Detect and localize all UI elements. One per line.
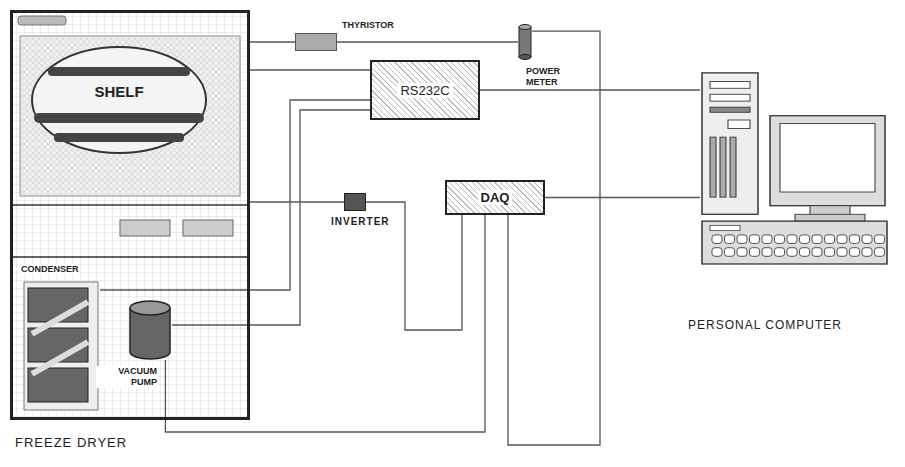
node-label: SHELF (30, 83, 208, 100)
daq-box: DAQ (445, 180, 545, 215)
condenser: CONDENSER (18, 262, 100, 412)
node-label: CONDENSER (20, 264, 80, 274)
chamber-texture (20, 36, 240, 196)
panel-button (120, 220, 170, 236)
condenser-coil (18, 262, 100, 412)
node-label: DAQ (478, 190, 513, 205)
section-line (13, 204, 247, 206)
node-label: RS232C (397, 83, 452, 98)
node-label: FREEZE DRYER (13, 435, 129, 450)
node-label: INVERTER (331, 216, 390, 227)
signal-wire (508, 31, 600, 445)
node-label: THYRISTOR (342, 20, 394, 30)
pump-cylinder (128, 300, 172, 360)
signal-wire (250, 41, 295, 42)
computer-illustration (700, 60, 890, 300)
panel-button (183, 220, 233, 236)
inverter-box: INVERTER (344, 193, 366, 211)
node-label: POWER METER (526, 66, 578, 88)
control-plate (18, 16, 66, 25)
node-label: PERSONAL COMPUTER (688, 318, 842, 332)
signal-wire (480, 89, 700, 90)
power-meter: POWER METER (518, 24, 532, 60)
shelf-ellipse (30, 45, 208, 155)
node-label: VACUUM PUMP (96, 366, 158, 388)
rs232c-box: RS232C (370, 60, 480, 120)
freeze-dryer-housing: FREEZE DRYERSHELFCONDENSERVACUUM PUMP (10, 10, 250, 420)
personal-computer: PERSONAL COMPUTER (700, 60, 890, 300)
signal-wire (250, 201, 344, 202)
signal-wire (250, 69, 370, 70)
signal-wire (165, 215, 485, 432)
signal-wire (337, 41, 518, 42)
section-line (13, 256, 247, 258)
shelf-chamber: SHELF (30, 45, 208, 155)
housing-texture (13, 13, 247, 417)
chamber-panel (20, 36, 240, 196)
signal-wire (545, 197, 700, 198)
meter-cylinder (518, 24, 532, 60)
thyristor-box: THYRISTOR (295, 33, 337, 51)
vacuum-pump: VACUUM PUMP (128, 300, 172, 360)
